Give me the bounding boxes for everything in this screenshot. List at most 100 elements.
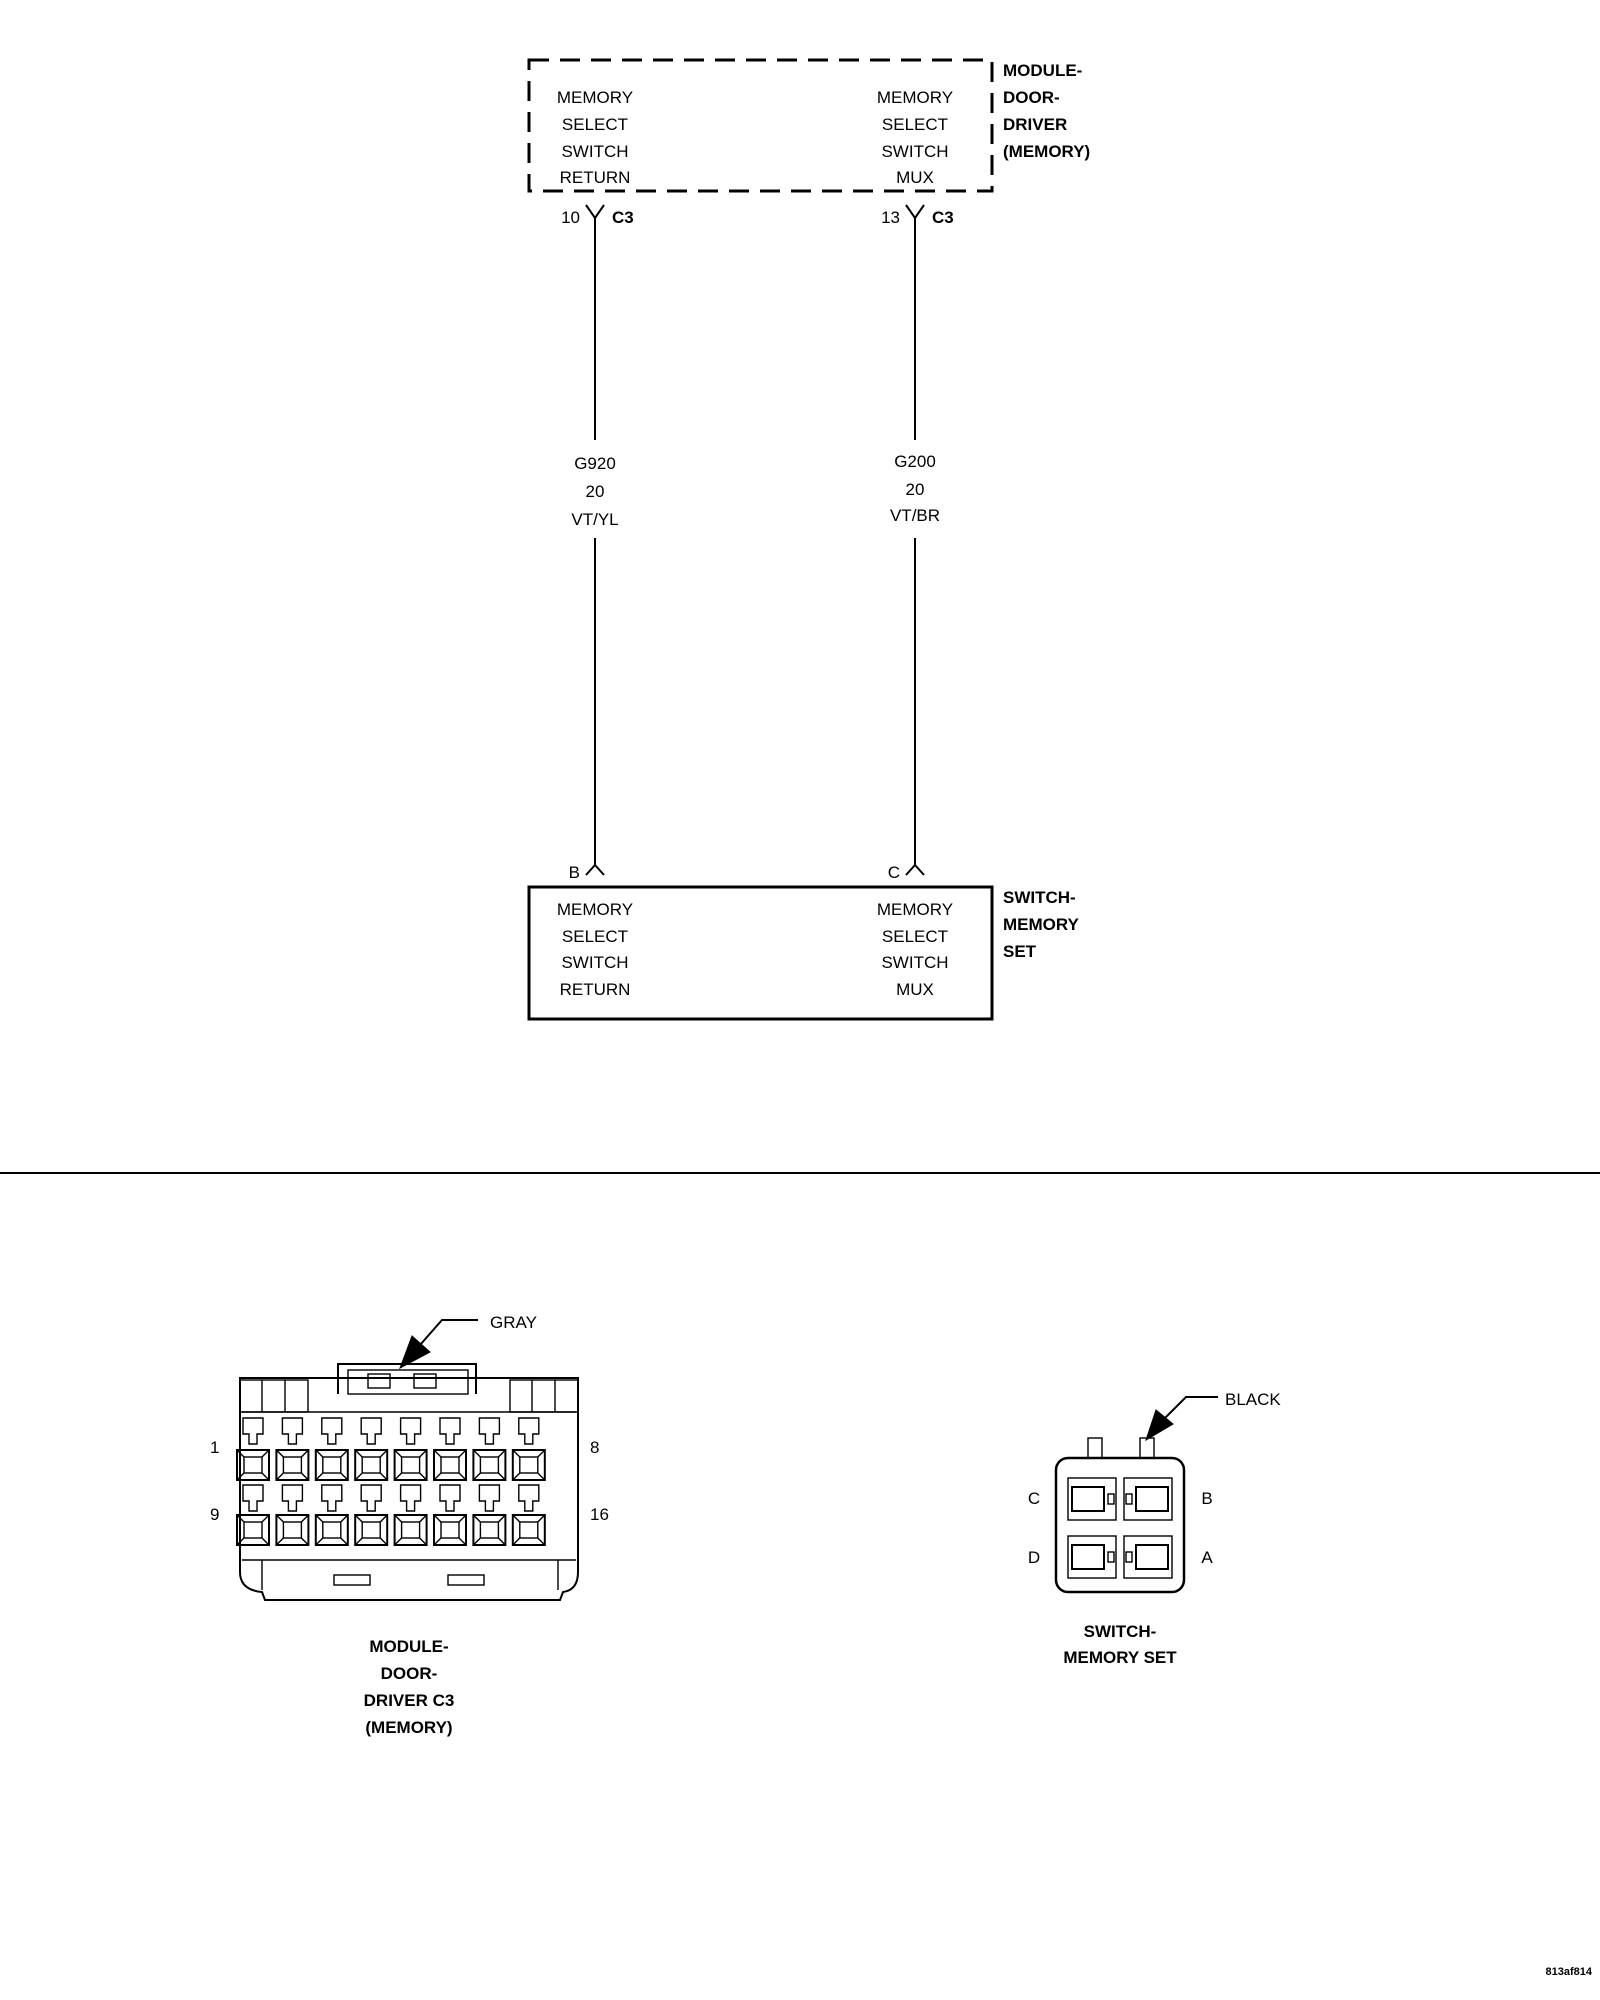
gray-callout-arrow	[399, 1335, 431, 1370]
connector-c3-key	[447, 1574, 485, 1586]
module-door-driver-block: MEMORY SELECT SWITCH RETURN MEMORY SELEC…	[527, 58, 1090, 193]
cavity-latch-tab	[518, 1417, 540, 1445]
cavity-latch-tab	[478, 1417, 501, 1445]
cavity-latch-tab	[439, 1417, 461, 1445]
module-name-line-4: (MEMORY)	[1003, 142, 1090, 161]
cavity-frame	[1123, 1477, 1173, 1521]
switch-connector-tab-left	[1087, 1437, 1103, 1459]
switch-left-func-1: MEMORY	[557, 900, 633, 919]
cavity-bevel	[394, 1514, 428, 1546]
cavity-terminal	[479, 1521, 500, 1539]
switch-solid-box	[527, 885, 994, 1021]
module-pin-right: 13 C3	[881, 204, 954, 227]
cavity-frame	[1067, 1535, 1117, 1579]
switch-cavity-label-c: C	[1028, 1489, 1040, 1508]
module-dashed-box	[527, 58, 994, 193]
wire-color-left: VT/YL	[571, 510, 618, 529]
cavity-bevel	[472, 1514, 506, 1546]
cavity-latch-tab	[281, 1417, 304, 1445]
cavity-bevel	[512, 1514, 546, 1546]
cavity-terminal	[243, 1521, 263, 1539]
cavity-terminal	[519, 1521, 539, 1539]
cavity-latch-tab	[439, 1484, 461, 1512]
cavity-frame	[1067, 1477, 1117, 1521]
cavity-terminal	[400, 1456, 421, 1474]
cavity-frame	[314, 1514, 349, 1546]
wire-right: G200 20 VT/BR	[890, 218, 940, 865]
lock-tab-window	[413, 1373, 437, 1389]
cavity-frame	[393, 1514, 428, 1546]
switch-connector-tab-right	[1139, 1437, 1155, 1459]
switch-name-line-2: MEMORY	[1003, 915, 1080, 934]
cavity-bevel	[433, 1514, 467, 1546]
cavity-terminal	[1135, 1544, 1169, 1570]
connector-c3-latch-right	[509, 1379, 579, 1413]
cavity-latch-tab	[281, 1484, 304, 1512]
cavity-terminal	[1071, 1544, 1105, 1570]
c3-caption-line-4: (MEMORY)	[365, 1718, 452, 1737]
c3-cavity	[275, 1484, 310, 1546]
module-right-func-2: SELECT	[882, 115, 948, 134]
cavity-terminal	[282, 1521, 303, 1539]
switch-connector-body	[1054, 1456, 1186, 1594]
connector-c3-cavities	[236, 1417, 546, 1546]
switch-cavity-label-d: D	[1028, 1548, 1040, 1567]
cavity-frame	[236, 1449, 270, 1481]
black-callout-leader	[1164, 1396, 1218, 1419]
cavity-latch-tab	[399, 1484, 422, 1512]
cavity-bevel	[315, 1449, 349, 1481]
switch-caption-line-1: SWITCH-	[1084, 1622, 1157, 1641]
female-connector-symbol	[585, 204, 605, 220]
switch-right-func-2: SELECT	[882, 927, 948, 946]
module-left-func-3: SWITCH	[561, 142, 628, 161]
cavity-latch-tab	[321, 1484, 343, 1512]
cavity-latch-tab	[360, 1484, 382, 1512]
c3-pin-label-9: 9	[210, 1505, 219, 1524]
cavity-frame	[275, 1514, 310, 1546]
module-left-func-1: MEMORY	[557, 88, 633, 107]
cavity-latch	[1107, 1493, 1115, 1505]
module-left-func-4: RETURN	[560, 168, 631, 187]
cavity-frame	[354, 1449, 389, 1481]
switch-name-line-1: SWITCH-	[1003, 888, 1076, 907]
cavity-latch-tab	[518, 1484, 540, 1512]
cavity-terminal	[243, 1456, 263, 1474]
lock-tab-window	[367, 1373, 391, 1389]
wire-gauge-right: 20	[906, 480, 925, 499]
switch-right-func-4: MUX	[896, 980, 934, 999]
cavity-bevel	[394, 1449, 428, 1481]
cavity-bevel	[236, 1514, 270, 1546]
cavity-terminal	[1071, 1486, 1105, 1512]
pin-number-right: 13	[881, 208, 900, 227]
wire-color-right: VT/BR	[890, 506, 940, 525]
switch-cavity-label-a: A	[1201, 1548, 1213, 1567]
c3-cavity	[511, 1417, 546, 1481]
c3-cavity	[236, 1417, 270, 1481]
connector-c3-latch-left	[239, 1379, 309, 1413]
c3-caption-line-2: DOOR-	[381, 1664, 438, 1683]
switch-pin-left: B	[569, 863, 605, 882]
module-name-line-3: DRIVER	[1003, 115, 1067, 134]
cavity-latch-tab	[321, 1417, 343, 1445]
cavity-terminal	[519, 1456, 539, 1474]
cavity-terminal	[440, 1456, 460, 1474]
black-callout-arrow	[1145, 1409, 1174, 1442]
cavity-terminal	[479, 1456, 500, 1474]
module-pin-left: 10 C3	[561, 204, 634, 227]
c3-cavity	[275, 1417, 310, 1481]
c3-cavity	[354, 1484, 389, 1546]
switch-pin-letter-left: B	[569, 863, 580, 882]
c3-cavity	[314, 1484, 349, 1546]
cavity-frame	[511, 1514, 546, 1546]
cavity-frame	[393, 1449, 428, 1481]
c3-pin-label-8: 8	[590, 1438, 599, 1457]
cavity-bevel	[275, 1449, 309, 1481]
male-connector-symbol	[585, 863, 605, 876]
c3-cavity	[472, 1417, 507, 1481]
wire-circuit-left: G920	[574, 454, 616, 473]
wire-circuit-right: G200	[894, 452, 936, 471]
cavity-bevel	[236, 1449, 270, 1481]
c3-caption-line-1: MODULE-	[369, 1637, 448, 1656]
cavity-latch	[1125, 1551, 1133, 1563]
